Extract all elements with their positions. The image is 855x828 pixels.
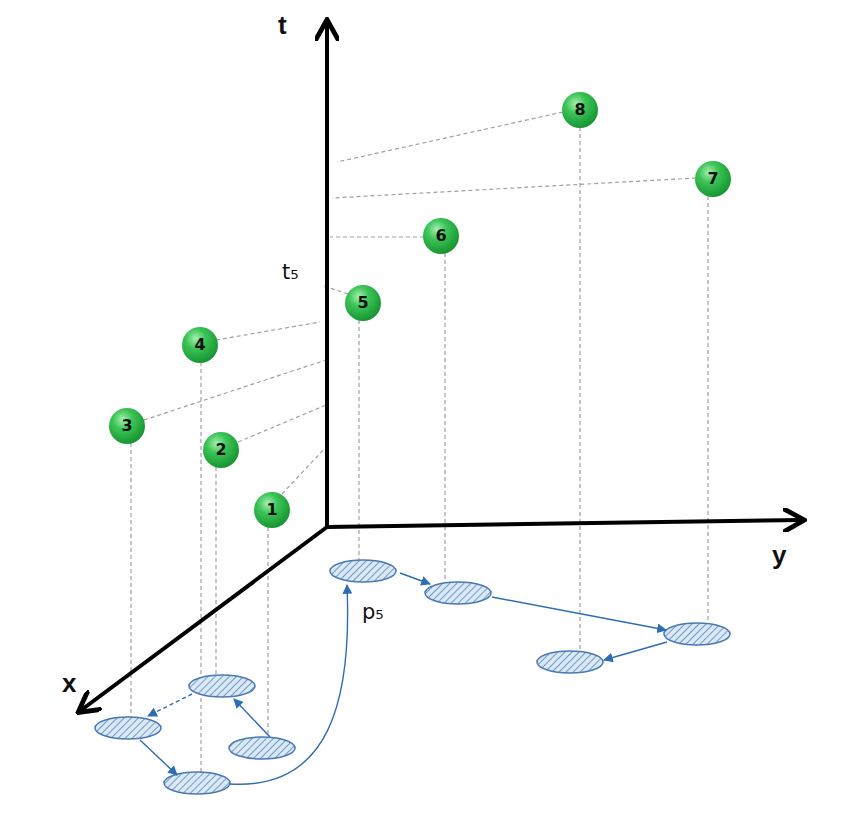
drop-line xyxy=(358,320,359,560)
position-ellipse xyxy=(95,717,161,739)
event-sphere: 1 xyxy=(254,492,290,528)
position-ellipse xyxy=(330,560,396,582)
event-number: 3 xyxy=(121,418,132,434)
trajectory-arrow xyxy=(400,573,430,584)
event-sphere: 5 xyxy=(345,285,381,321)
event-number: 6 xyxy=(435,228,446,244)
trajectory-arrows xyxy=(140,573,667,784)
position-ellipse xyxy=(229,737,295,759)
event-number: 2 xyxy=(215,442,226,458)
drop-line xyxy=(215,467,216,675)
drop-line xyxy=(444,253,445,582)
y-axis xyxy=(327,520,802,527)
event-number: 1 xyxy=(266,502,277,518)
position-ellipse xyxy=(189,675,255,697)
time-leader xyxy=(216,322,320,340)
time-leader xyxy=(238,405,326,442)
event-sphere: 6 xyxy=(423,218,459,254)
trajectory-arrow xyxy=(230,585,348,784)
drop-line xyxy=(200,362,201,772)
time-leader xyxy=(330,236,424,237)
event-sphere: 3 xyxy=(109,408,145,444)
time-leader xyxy=(337,112,563,162)
event-sphere: 8 xyxy=(562,92,598,128)
axis-label: t xyxy=(278,10,287,41)
drop-line xyxy=(707,196,708,623)
time-leader xyxy=(332,178,696,198)
event-number: 8 xyxy=(574,102,585,118)
annotation-label: p₅ xyxy=(362,600,384,624)
event-number: 4 xyxy=(194,337,205,353)
trajectory-arrow xyxy=(148,694,192,716)
trajectory-arrow xyxy=(492,597,666,630)
t-axis xyxy=(325,22,329,527)
position-ellipse xyxy=(164,772,230,794)
drop-line xyxy=(579,127,580,651)
drop-line xyxy=(267,527,268,737)
axis-label: y xyxy=(772,540,786,571)
drop-lines xyxy=(131,127,708,772)
time-leader-lines xyxy=(144,112,696,494)
x-axis xyxy=(80,527,327,711)
position-ellipse xyxy=(537,651,603,673)
trajectory-arrow xyxy=(140,740,177,775)
event-sphere: 2 xyxy=(203,432,239,468)
time-leader xyxy=(282,447,326,494)
axes xyxy=(80,22,802,711)
event-number: 5 xyxy=(357,295,368,311)
position-ellipses xyxy=(95,560,730,794)
position-ellipse xyxy=(425,582,491,604)
trajectory-arrow xyxy=(234,699,270,737)
annotation-label: t₅ xyxy=(282,260,299,284)
axis-label: x xyxy=(62,668,76,699)
event-sphere: 4 xyxy=(182,327,218,363)
event-sphere: 7 xyxy=(695,161,731,197)
drop-line xyxy=(130,443,131,717)
trajectory-arrow xyxy=(604,642,667,660)
event-number: 7 xyxy=(707,171,718,187)
position-ellipse xyxy=(664,623,730,645)
time-leader xyxy=(144,360,326,420)
